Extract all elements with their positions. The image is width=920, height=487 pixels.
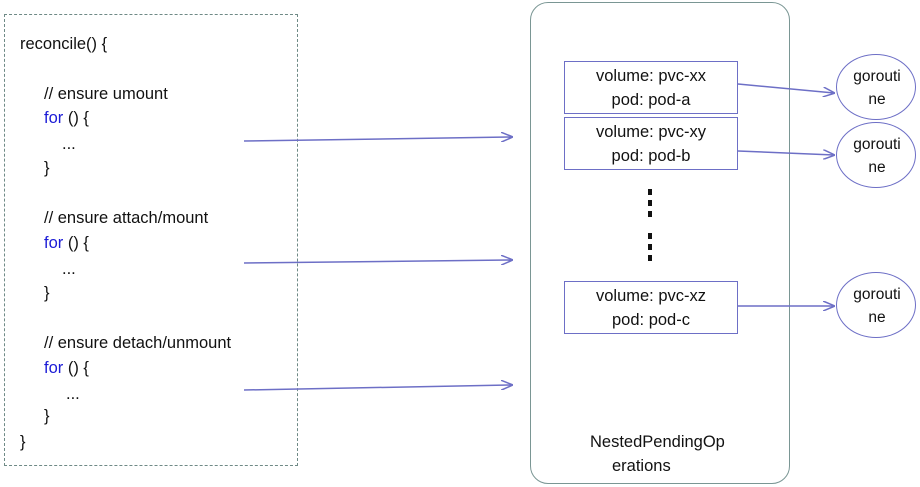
for-rest: () { <box>63 234 89 252</box>
ellipsis-dot <box>648 233 652 239</box>
operation-pod-label: pod: pod-a <box>611 91 691 109</box>
ops-title-part1: NestedPendingOp <box>590 433 725 451</box>
arrow-attach-to-ops <box>243 260 512 263</box>
operation-card-pvc-xy: volume: pvc-xy pod: pod-b <box>564 117 738 170</box>
reconcile-func-close: } <box>20 433 26 451</box>
operation-volume-label: volume: pvc-xy <box>595 123 707 141</box>
ellipsis-dot <box>648 211 652 217</box>
for-keyword: for <box>44 234 64 252</box>
comment-ensure-detach-unmount: // ensure detach/unmount <box>44 334 232 352</box>
goroutine-node-a: gorouti ne <box>836 54 916 120</box>
operation-card-pvc-xz: volume: pvc-xz pod: pod-c <box>564 281 738 334</box>
operation-volume-label: volume: pvc-xz <box>595 287 707 305</box>
ellipsis-dot <box>648 244 652 250</box>
close-brace-attach: } <box>44 284 50 302</box>
ellipsis-dot <box>648 255 652 261</box>
goroutine-label-line2: ne <box>868 309 886 326</box>
nested-pending-operations-box <box>530 2 790 484</box>
goroutine-label-line1: gorouti <box>853 286 901 303</box>
ellipsis-dot <box>648 200 652 206</box>
goroutine-label-line2: ne <box>868 159 886 176</box>
goroutine-label-line1: gorouti <box>853 136 901 153</box>
goroutine-label-line2: ne <box>868 91 886 108</box>
nested-pending-operations-title: NestedPendingOp erations <box>578 430 748 478</box>
operation-pod-label: pod: pod-b <box>611 147 691 165</box>
reconcile-code-box <box>4 14 298 466</box>
arrow-op-b-to-goroutine <box>737 151 834 155</box>
goroutine-node-c: gorouti ne <box>836 272 916 338</box>
for-rest: () { <box>63 359 89 377</box>
arrow-op-a-to-goroutine <box>737 83 834 93</box>
reconcile-func-open: reconcile() { <box>20 35 108 53</box>
for-rest: () { <box>63 109 89 127</box>
ellipsis-dot <box>648 189 652 195</box>
for-loop-umount: for () { <box>44 108 89 128</box>
for-loop-attach: for () { <box>44 233 89 253</box>
for-loop-detach: for () { <box>44 358 89 378</box>
arrow-umount-to-ops <box>243 137 512 141</box>
goroutine-node-b: gorouti ne <box>836 122 916 188</box>
comment-ensure-umount: // ensure umount <box>44 85 168 103</box>
for-keyword: for <box>44 359 64 377</box>
operation-pod-label: pod: pod-c <box>612 311 690 329</box>
goroutine-label-line1: gorouti <box>853 68 901 85</box>
close-brace-umount: } <box>44 159 50 177</box>
for-keyword: for <box>44 109 64 127</box>
ellipsis-detach: ... <box>66 385 80 403</box>
ellipsis-attach: ... <box>62 260 76 278</box>
operation-volume-label: volume: pvc-xx <box>595 67 707 85</box>
ops-title-part2: erations <box>612 457 671 475</box>
ellipsis-umount: ... <box>62 135 76 153</box>
operation-card-pvc-xx: volume: pvc-xx pod: pod-a <box>564 61 738 114</box>
comment-ensure-attach-mount: // ensure attach/mount <box>44 209 209 227</box>
close-brace-detach: } <box>44 407 50 425</box>
arrow-detach-to-ops <box>243 385 512 391</box>
